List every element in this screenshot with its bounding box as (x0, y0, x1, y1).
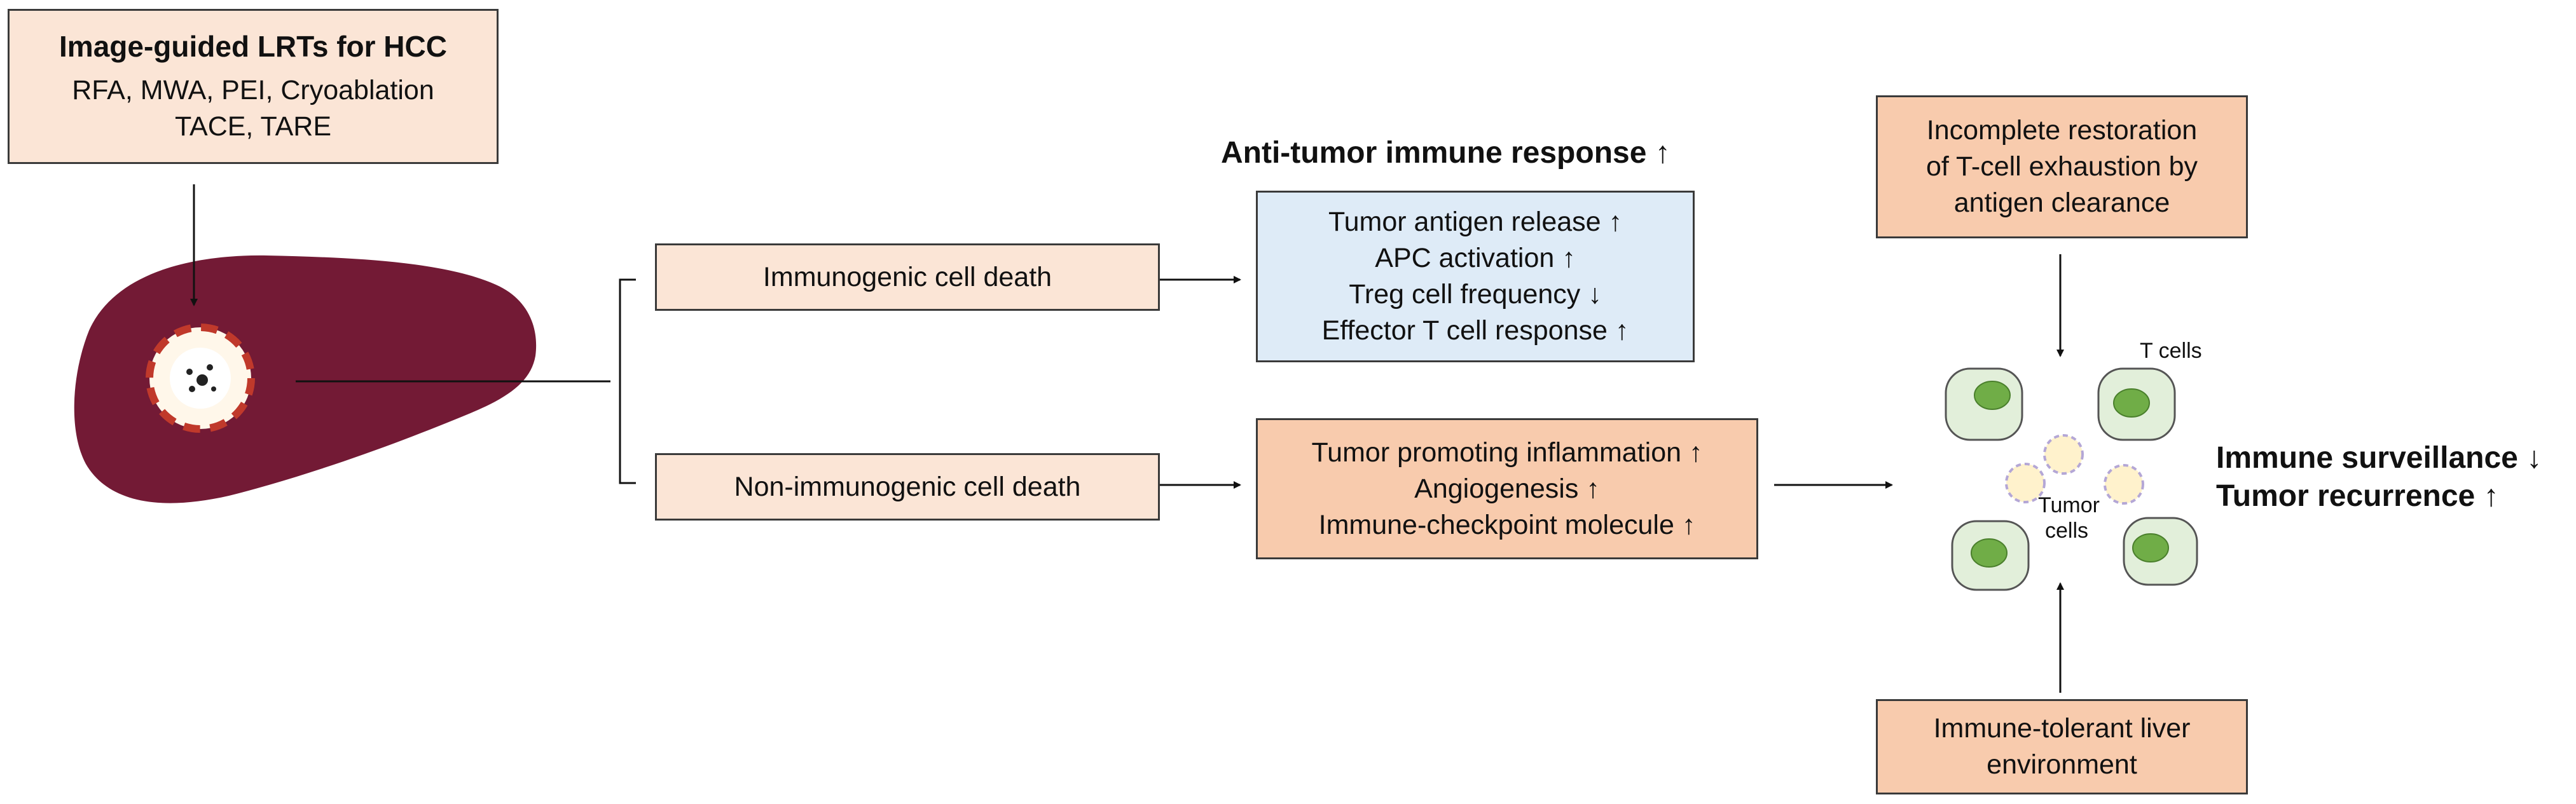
pro-tumor-item-2: Angiogenesis ↑ (1414, 473, 1600, 504)
tumor-cell-left (2005, 463, 2046, 503)
tumor-cells-label-line2: cells (2044, 519, 2089, 543)
pro-tumor-item-3: Immune-checkpoint molecule ↑ (1318, 509, 1696, 540)
ablation-zone (146, 324, 255, 433)
tumor-cells-label: Tumor cells (2038, 493, 2100, 543)
branch-bracket (619, 278, 636, 484)
tumor-cells-label-line1: Tumor (2038, 493, 2100, 517)
immune-tolerant-liver-box: Immune-tolerant liver environment (1876, 699, 2248, 794)
anti-tumor-heading: Anti-tumor immune response ↑ (1221, 136, 1670, 170)
t-cell-top-right (2097, 367, 2176, 441)
t-cell-bottom-right (2123, 517, 2198, 586)
t-cells-label: T cells (2140, 339, 2202, 363)
outcome-immune-surveillance: Immune surveillance ↓ (2216, 441, 2542, 475)
exhaustion-line-1: Incomplete restoration (1926, 115, 2198, 146)
lrt-box: Image-guided LRTs for HCC RFA, MWA, PEI,… (8, 9, 499, 164)
t-cell-exhaustion-box: Incomplete restoration of T-cell exhaust… (1876, 95, 2248, 238)
tumor-cell-right (2104, 464, 2144, 505)
lrt-box-line1: RFA, MWA, PEI, Cryoablation (72, 74, 434, 106)
lrt-box-line2: TACE, TARE (174, 111, 332, 142)
liver-env-line-1: Immune-tolerant liver (1933, 713, 2191, 744)
anti-tumor-item-4: Effector T cell response ↑ (1321, 315, 1629, 346)
lrt-box-title: Image-guided LRTs for HCC (59, 29, 447, 63)
non-immunogenic-cell-death-label: Non-immunogenic cell death (734, 471, 1081, 502)
tumor-cell-top (2043, 434, 2084, 475)
outcome-tumor-recurrence: Tumor recurrence ↑ (2216, 479, 2499, 513)
t-cell-bottom-left (1951, 520, 2030, 591)
exhaustion-line-3: antigen clearance (1953, 187, 2170, 218)
anti-tumor-item-3: Treg cell frequency ↓ (1349, 279, 1602, 310)
immunogenic-cell-death-label: Immunogenic cell death (762, 261, 1052, 292)
anti-tumor-response-box: Tumor antigen release ↑ APC activation ↑… (1256, 191, 1695, 362)
pro-tumor-item-1: Tumor promoting inflammation ↑ (1311, 437, 1703, 468)
non-immunogenic-cell-death-box: Non-immunogenic cell death (655, 453, 1160, 521)
anti-tumor-item-1: Tumor antigen release ↑ (1328, 207, 1623, 237)
pro-tumor-effects-box: Tumor promoting inflammation ↑ Angiogene… (1256, 418, 1758, 559)
immunogenic-cell-death-box: Immunogenic cell death (655, 243, 1160, 311)
anti-tumor-item-2: APC activation ↑ (1375, 243, 1576, 273)
liver-env-line-2: environment (1987, 749, 2137, 780)
exhaustion-line-2: of T-cell exhaustion by (1925, 151, 2198, 182)
liver-shape (74, 255, 537, 503)
t-cell-top-left (1945, 367, 2023, 441)
